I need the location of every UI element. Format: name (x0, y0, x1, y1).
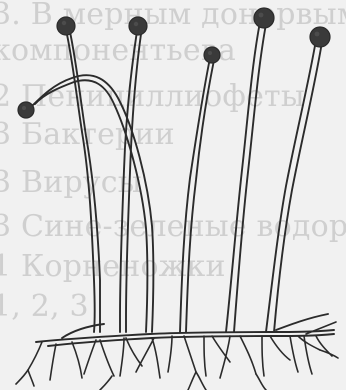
sporangium-3 (129, 17, 147, 35)
sporangiophore-4 (180, 58, 214, 332)
sporangium-6 (310, 27, 330, 47)
sporangium-2 (57, 17, 75, 35)
sporangiophore-5 (226, 22, 266, 332)
sporangiophore-1 (30, 75, 154, 332)
sporangiophore-6 (266, 40, 322, 332)
sporangium-5 (254, 8, 274, 28)
sporangium-4 (204, 47, 220, 63)
sporangium-1 (18, 102, 34, 118)
